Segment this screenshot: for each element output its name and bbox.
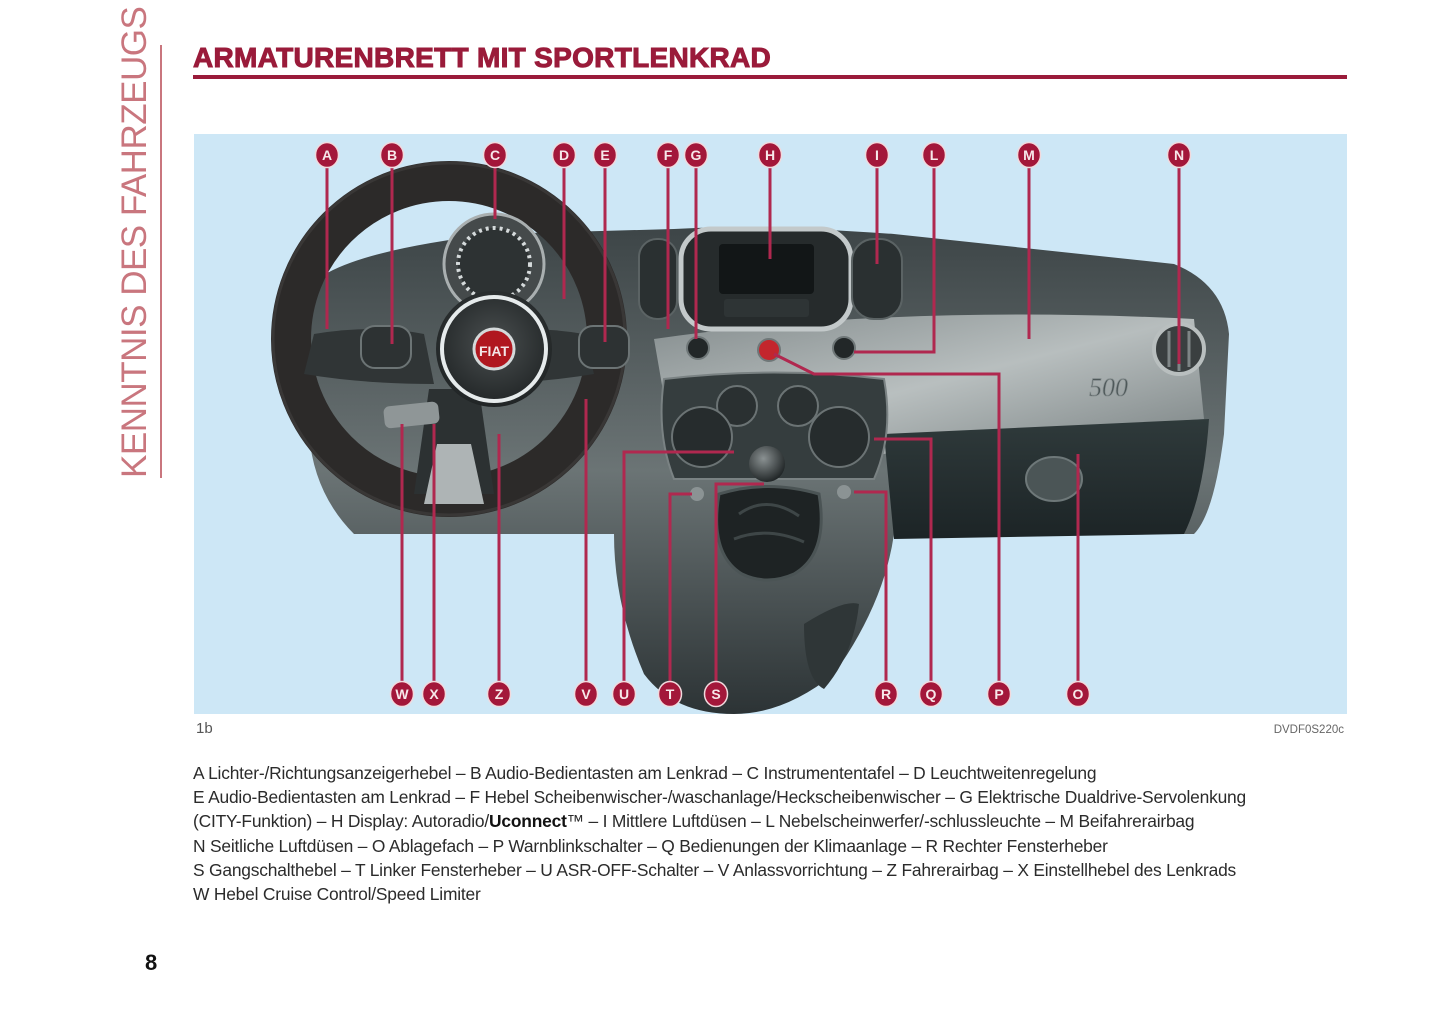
marker-g: G xyxy=(683,141,709,169)
steering-wheel: FIAT xyxy=(271,161,630,517)
legend-line: S Gangschalthebel – T Linker Fensterhebe… xyxy=(193,859,1237,880)
dashboard-illustration: 500 xyxy=(271,141,1229,714)
leader-l xyxy=(854,156,936,354)
svg-text:W: W xyxy=(395,686,409,702)
marker-v: V xyxy=(573,680,599,708)
marker-n: N xyxy=(1166,141,1192,169)
fiat-logo: FIAT xyxy=(479,343,510,359)
marker-d: D xyxy=(551,141,577,169)
title-underline xyxy=(193,75,1347,79)
leader-t xyxy=(668,492,692,694)
section-divider xyxy=(160,45,162,478)
section-title: KENNTNIS DES FAHRZEUGS xyxy=(115,6,154,478)
marker-t: T xyxy=(657,680,683,708)
dash-500-badge: 500 xyxy=(1089,373,1128,402)
marker-a: A xyxy=(314,141,340,169)
leader-p xyxy=(773,352,1001,694)
marker-z: Z xyxy=(486,680,512,708)
svg-text:U: U xyxy=(619,686,629,702)
svg-text:X: X xyxy=(429,686,439,702)
figure-legend: A Lichter-/Richtungsanzeigerhebel – B Au… xyxy=(193,761,1353,906)
marker-w: W xyxy=(389,680,415,708)
svg-text:H: H xyxy=(765,147,775,163)
fiat-badge xyxy=(472,327,516,371)
marker-s: S xyxy=(703,680,729,708)
leader-q xyxy=(874,437,933,694)
climate-dial-right xyxy=(808,406,870,468)
marker-m: M xyxy=(1016,141,1042,169)
svg-text:R: R xyxy=(881,686,891,702)
svg-text:E: E xyxy=(600,147,609,163)
marker-b: B xyxy=(379,141,405,169)
steering-lower-trim xyxy=(424,444,484,504)
ignition xyxy=(749,446,785,482)
callout-leaders xyxy=(325,156,1181,694)
leader-s xyxy=(714,482,764,694)
svg-text:G: G xyxy=(691,147,702,163)
svg-text:V: V xyxy=(581,686,591,702)
leader-r xyxy=(854,490,888,694)
marker-x: X xyxy=(421,680,447,708)
marker-u: U xyxy=(611,680,637,708)
svg-text:M: M xyxy=(1023,147,1035,163)
hazard-button xyxy=(757,338,781,362)
fog-light-button xyxy=(832,336,856,360)
svg-text:O: O xyxy=(1073,686,1084,702)
marker-f: F xyxy=(655,141,681,169)
legend-line: E Audio-Bedientasten am Lenkrad – F Hebe… xyxy=(193,787,1246,808)
legend-line: W Hebel Cruise Control/Speed Limiter xyxy=(193,884,481,905)
legend-line: A Lichter-/Richtungsanzeigerhebel – B Au… xyxy=(193,763,1097,783)
svg-text:D: D xyxy=(559,147,569,163)
figure-code: DVDF0S220c xyxy=(1273,724,1344,736)
cruise-control-stalk xyxy=(383,401,440,429)
marker-o: O xyxy=(1065,680,1091,708)
legend-line: N Seitliche Luftdüsen – O Ablagefach – P… xyxy=(193,835,1108,856)
svg-text:P: P xyxy=(994,686,1003,702)
marker-l: L xyxy=(921,141,947,169)
svg-text:S: S xyxy=(711,686,720,702)
page-title: ARMATURENBRETT MIT SPORTLENKRAD xyxy=(192,42,772,74)
climate-dial-left xyxy=(671,406,733,468)
svg-text:Z: Z xyxy=(495,686,504,702)
uconnect-brand: Uconnect xyxy=(489,811,567,832)
audio-buttons-left xyxy=(360,325,412,369)
figure-number: 1b xyxy=(196,720,213,737)
glovebox-handle xyxy=(1025,456,1083,502)
page-number: 8 xyxy=(145,950,158,975)
marker-h: H xyxy=(757,141,783,169)
leader-u xyxy=(622,450,734,694)
legend-line: (CITY-Funktion) – H Display: Autoradio/U… xyxy=(193,811,1195,832)
marker-q: Q xyxy=(918,680,944,708)
svg-text:L: L xyxy=(930,147,939,163)
svg-text:Q: Q xyxy=(926,686,937,702)
svg-text:A: A xyxy=(322,147,332,163)
dashboard-figure: 500 xyxy=(194,134,1347,714)
svg-text:I: I xyxy=(875,147,879,163)
marker-r: R xyxy=(873,680,899,708)
svg-text:N: N xyxy=(1174,147,1184,163)
infotainment-display xyxy=(719,244,814,294)
svg-text:C: C xyxy=(490,147,500,163)
dualdrive-button xyxy=(686,336,710,360)
marker-p: P xyxy=(986,680,1012,708)
svg-text:F: F xyxy=(664,147,673,163)
tunnel-grille xyxy=(804,603,859,689)
marker-c: C xyxy=(482,141,508,169)
callout-markers: A B C D E F G H I L M N W X Z V U T S R Q P O xyxy=(314,141,1192,708)
svg-text:T: T xyxy=(666,686,675,702)
svg-text:B: B xyxy=(387,147,397,163)
marker-e: E xyxy=(592,141,618,169)
marker-i: I xyxy=(864,141,890,169)
